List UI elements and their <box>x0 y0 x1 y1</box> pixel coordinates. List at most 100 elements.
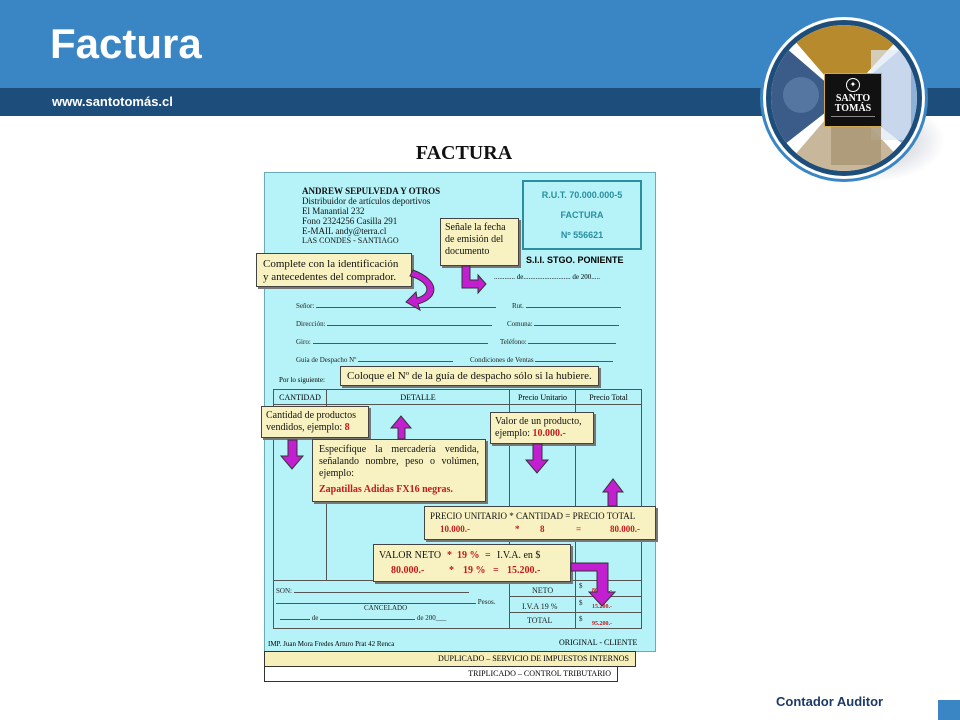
callout-value: 19 % <box>463 565 486 576</box>
por-lo-siguiente: Por lo siguiente: <box>279 376 325 384</box>
total-label: TOTAL <box>527 616 553 625</box>
blank-line[interactable] <box>312 337 488 344</box>
website-link[interactable]: www.santotomás.cl <box>52 94 173 109</box>
document-heading: FACTURA <box>415 142 513 164</box>
santo-tomas-logo: ✦ SANTO TOMÁS <box>824 73 882 127</box>
blank-line[interactable] <box>316 301 497 308</box>
field-rut: Rut. <box>512 301 621 310</box>
sii-office: S.I.I. STGO. PONIENTE <box>526 255 624 265</box>
logo-photo-collage <box>771 25 917 171</box>
issuer-block: ANDREW SEPULVEDA Y OTROS Distribuidor de… <box>302 186 440 246</box>
issuer-line: Fono 2324256 Casilla 291 <box>302 216 398 226</box>
blank-line[interactable] <box>358 355 454 362</box>
iva-value: 15.200.- <box>592 604 612 610</box>
de-text: de <box>311 614 319 622</box>
callout-iva: VALOR NETO * 19 % = I.V.A. en $ 80.000.-… <box>373 544 571 582</box>
printer-info: IMP. Juan Mora Fredes Arturo Prat 42 Ren… <box>268 640 395 648</box>
duplicate-copy-strip: DUPLICADO – SERVICIO DE IMPUESTOS INTERN… <box>264 651 636 667</box>
neto-value: 80.000.- <box>592 588 612 594</box>
blank-line[interactable] <box>293 586 469 593</box>
triplicate-copy-strip: TRIPLICADO – CONTROL TRIBUTARIO <box>264 666 618 682</box>
document-type: FACTURA <box>560 210 604 220</box>
callout-operator: * <box>515 524 520 534</box>
son-text: SON: <box>276 587 292 595</box>
iva-label: I.V.A 19 % <box>522 602 558 611</box>
callout-text: Cantidad de productos vendidos, ejemplo: <box>266 410 356 433</box>
blank-line[interactable] <box>534 319 620 326</box>
blank-line[interactable] <box>327 319 493 326</box>
issuer-line: Distribuidor de artículos deportivos <box>302 196 431 206</box>
table-divider <box>509 405 510 580</box>
callout-value: 19 % <box>457 550 480 561</box>
callout-value: 80.000.- <box>391 565 425 576</box>
field-guia: Guía de Despacho Nº <box>296 355 454 364</box>
rut-box: R.U.T. 70.000.000-5 FACTURA Nº 556621 <box>522 180 642 250</box>
blank-line[interactable] <box>280 613 310 620</box>
callout-detalle: Especifique la mercadería vendida, señal… <box>312 439 486 502</box>
total-currency: $ <box>579 615 583 623</box>
footer-accent <box>938 700 960 720</box>
callout-example: 10.000.- <box>532 428 566 439</box>
callout-value: 10.000.- <box>440 524 470 534</box>
callout-guia: Coloque el Nº de la guía de despacho sól… <box>340 366 599 386</box>
callout-precio-total: PRECIO UNITARIO * CANTIDAD = PRECIO TOTA… <box>424 506 656 540</box>
callout-cantidad: Cantidad de productos vendidos, ejemplo:… <box>261 406 369 438</box>
table-divider <box>509 580 510 629</box>
blank-line[interactable] <box>528 337 617 344</box>
table-divider <box>509 596 642 597</box>
callout-operator: = <box>493 565 499 576</box>
col-detalle: DETALLE <box>326 389 510 405</box>
slide-title: Factura <box>50 20 202 67</box>
callout-text: VALOR NETO <box>379 550 442 561</box>
callout-text: I.V.A. en $ <box>497 550 541 561</box>
blank-line[interactable] <box>525 301 621 308</box>
callout-formula: PRECIO UNITARIO * CANTIDAD = PRECIO TOTA… <box>430 511 636 521</box>
field-label: Dirección: <box>296 320 326 328</box>
col-precio-total: Precio Total <box>575 389 642 405</box>
issuer-line: El Manantial 232 <box>302 206 365 216</box>
field-senor: Señor: <box>296 301 497 310</box>
callout-formula: VALOR NETO * 19 % = I.V.A. en $ <box>379 548 565 563</box>
field-label: Teléfono: <box>500 338 527 346</box>
callout-valor: Valor de un producto, ejemplo: 10.000.- <box>490 412 594 444</box>
field-label: Señor: <box>296 302 315 310</box>
callout-value: 80.000.- <box>610 524 640 534</box>
callout-example: Zapatillas Adidas FX16 negras. <box>319 484 453 495</box>
callout-example: 8 <box>344 422 350 433</box>
callout-fecha: Señale la fecha de emisión del documento <box>440 218 519 266</box>
callout-operator: * <box>447 550 452 561</box>
issuer-name: ANDREW SEPULVEDA Y OTROS <box>302 186 441 196</box>
callout-operator: = <box>576 524 582 534</box>
crest-icon: ✦ <box>846 78 860 92</box>
field-condiciones: Condiciones de Ventas <box>470 355 614 364</box>
callout-value: 8 <box>540 524 545 534</box>
blank-line[interactable] <box>320 613 416 620</box>
neto-label: NETO <box>532 586 554 595</box>
cancelado-label: CANCELADO <box>364 604 408 612</box>
logo-tagline-lines <box>831 116 875 122</box>
logo-badge <box>766 20 922 176</box>
field-label: Condiciones de Ventas <box>470 356 534 364</box>
callout-text: Especifique la mercadería vendida, señal… <box>319 444 479 479</box>
rut-number: R.U.T. 70.000.000-5 <box>541 190 623 200</box>
date-line: ............ de.........................… <box>494 273 600 281</box>
son-label: SON: <box>276 586 469 595</box>
field-telefono: Teléfono: <box>500 337 617 346</box>
col-cantidad: CANTIDAD <box>273 389 327 405</box>
field-direccion: Dirección: <box>296 319 493 328</box>
field-label: Comuna: <box>507 320 533 328</box>
callout-values: 10.000.- * 8 = 80.000.- <box>430 523 650 536</box>
callout-values: 80.000.- * 19 % = 15.200.- <box>379 563 565 578</box>
issuer-line: LAS CONDES - SANTIAGO <box>302 236 399 245</box>
callout-text: Valor de un producto, ejemplo: <box>495 416 582 439</box>
field-label: Giro: <box>296 338 311 346</box>
blank-line[interactable] <box>535 355 614 362</box>
iva-currency: $ <box>579 599 583 607</box>
total-value: 95.200.- <box>592 621 612 627</box>
blank-line[interactable] <box>276 597 476 604</box>
field-label: Guía de Despacho Nº <box>296 356 357 364</box>
invoice-number: Nº 556621 <box>560 230 604 240</box>
issuer-line: E-MAIL andy@terra.cl <box>302 226 387 236</box>
pesos-text: Pesos. <box>477 598 496 606</box>
original-client-label: ORIGINAL - CLIENTE <box>559 638 638 647</box>
